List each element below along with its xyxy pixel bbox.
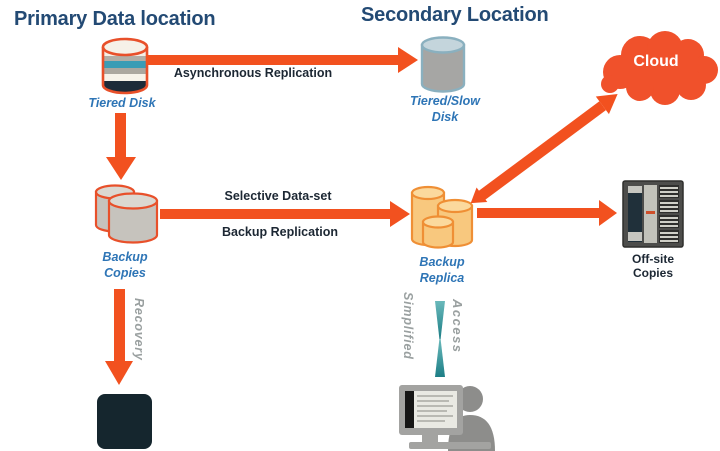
selective-dataset-label: Selective Data-set: [224, 189, 332, 203]
recovery-arrow: [114, 289, 125, 362]
backup-replication-label: Backup Replication: [222, 225, 338, 239]
replica-to-offsite-arrow: [477, 208, 599, 218]
recovery-target-icon: [97, 394, 152, 449]
tiered-slow-disk-label: Tiered/Slow Disk: [410, 94, 480, 124]
backup-copies-icon: [94, 184, 159, 244]
access-label: Access: [450, 299, 465, 354]
secondary-location-heading: Secondary Location: [361, 4, 549, 26]
offsite-copies-icon: [622, 180, 684, 248]
disk-to-backup-arrowhead: [106, 157, 136, 180]
replica-to-cloud-arrow: [465, 85, 625, 211]
async-replication-arrow: [146, 55, 400, 65]
primary-location-heading: Primary Data location: [14, 8, 216, 30]
recovery-arrowhead: [105, 361, 133, 385]
async-replication-arrowhead: [398, 47, 418, 73]
selective-backup-arrowhead: [390, 201, 410, 227]
cloud-icon: [601, 31, 718, 105]
disk-to-backup-arrow: [115, 113, 126, 158]
backup-copies-label: Backup Copies: [102, 250, 148, 280]
offsite-copies-label: Off-site Copies: [632, 252, 674, 280]
tiered-disk-icon: [101, 37, 149, 95]
tiered-slow-disk-icon: [420, 36, 466, 93]
user-workstation-icon: [399, 385, 495, 451]
simplified-label: Simplified: [401, 292, 415, 360]
backup-replica-label: Backup Replica: [419, 255, 465, 285]
replica-to-offsite-arrowhead: [599, 200, 617, 226]
selective-backup-arrow: [160, 209, 390, 219]
tiered-disk-label: Tiered Disk: [88, 96, 156, 110]
cloud-label: Cloud: [633, 53, 679, 70]
async-replication-label: Asynchronous Replication: [173, 66, 333, 80]
access-bowtie-icon: [435, 301, 445, 377]
recovery-label: Recovery: [132, 298, 146, 361]
backup-replica-icon: [410, 185, 474, 249]
